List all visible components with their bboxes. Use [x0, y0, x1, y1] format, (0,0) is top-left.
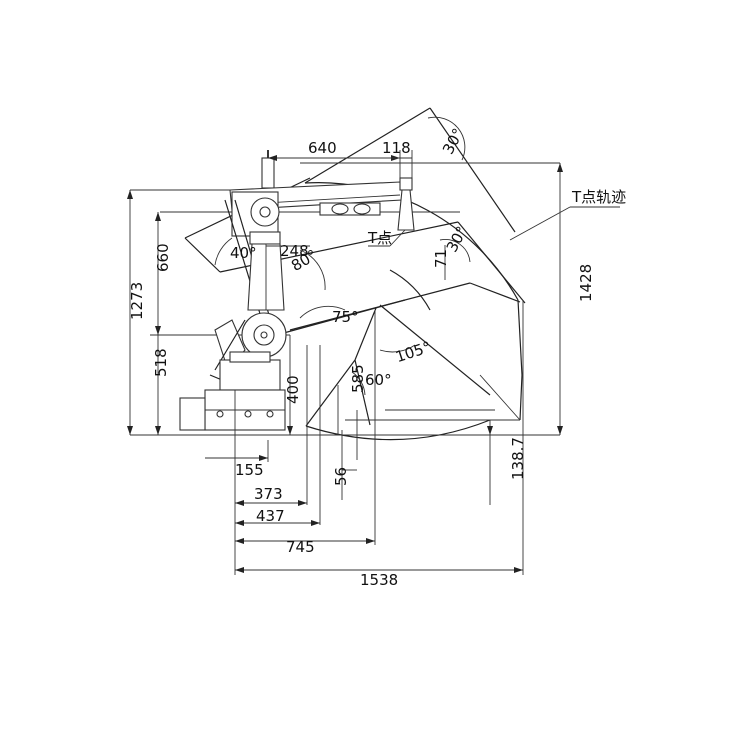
dim-585: 585: [349, 364, 367, 393]
angle-arcs: [214, 116, 471, 396]
dim-118: 118: [382, 139, 411, 157]
horizontal-dimensions: [205, 150, 524, 575]
t-trajectory-label: T点轨迹: [571, 188, 626, 206]
dim-373: 373: [254, 485, 283, 503]
vertical-dimensions: [127, 163, 563, 505]
dim-1273: 1273: [128, 282, 146, 320]
dim-71: 71: [432, 249, 450, 268]
angle-40: 40°: [230, 244, 257, 262]
dim-138-7: 138.7: [509, 437, 527, 480]
dim-155: 155: [235, 461, 264, 479]
t-point-label: T点: [367, 229, 392, 247]
dim-660: 660: [154, 243, 172, 272]
angle-105: 105°: [393, 338, 433, 366]
dim-437: 437: [256, 507, 285, 525]
dim-1538: 1538: [360, 571, 398, 589]
angle-60: 60°: [365, 371, 392, 389]
dim-248: 248: [280, 242, 309, 260]
dim-640: 640: [308, 139, 337, 157]
dim-745: 745: [286, 538, 315, 556]
callout-labels: T点 T点轨迹: [367, 188, 626, 247]
dim-518: 518: [152, 348, 170, 377]
leader-lines: [368, 206, 620, 247]
angle-75: 75°: [332, 308, 359, 326]
dim-56: 56: [332, 467, 350, 486]
workspace-envelope: [184, 107, 526, 441]
dim-1428: 1428: [577, 264, 595, 302]
robot-arm: [179, 150, 415, 431]
angle-30-top: 30°: [439, 125, 467, 157]
dim-400: 400: [284, 375, 302, 404]
